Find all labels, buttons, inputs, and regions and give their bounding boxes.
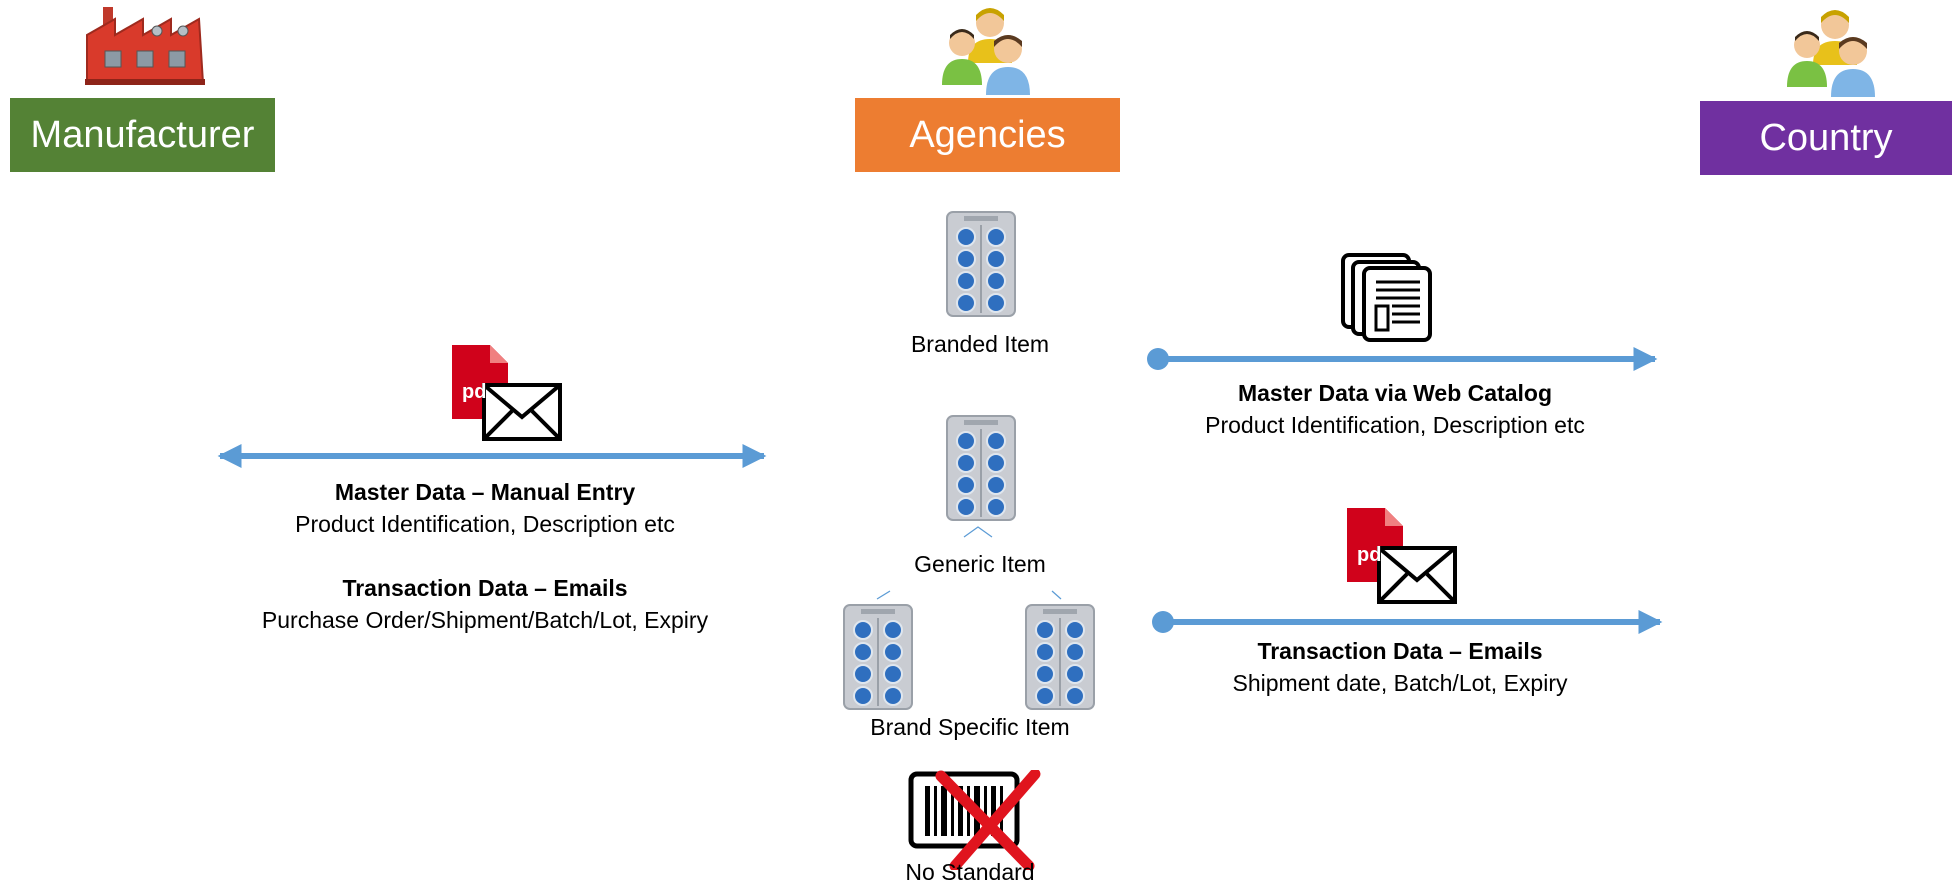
- documents-icon: [1341, 253, 1432, 342]
- pdf-envelope-icon: pd: [1347, 508, 1457, 604]
- right-master-desc: Product Identification, Description etc: [1205, 412, 1585, 438]
- no-standard-label: No Standard: [905, 859, 1035, 885]
- blister-pack-icon: [843, 604, 913, 710]
- blister-pack-icon: [946, 415, 1016, 521]
- left-master-desc: Product Identification, Description etc: [295, 511, 675, 537]
- tree-connector-left: [876, 590, 891, 600]
- barcode-crossed-icon: [908, 770, 1041, 870]
- country-label: Country: [1759, 116, 1893, 159]
- right-master-title: Master Data via Web Catalog: [1237, 380, 1552, 406]
- country-box: Country: [1700, 101, 1952, 175]
- tree-connector-top: [963, 526, 993, 538]
- right-transaction-title: Transaction Data – Emails: [1257, 638, 1543, 664]
- tree-connector-right: [1051, 590, 1062, 600]
- left-transaction-title: Transaction Data – Emails: [342, 575, 628, 601]
- pdf-envelope-icon: pd: [452, 345, 562, 441]
- blister-pack-icon: [1025, 604, 1095, 710]
- people-group-icon: [1787, 10, 1875, 97]
- brand-specific-item-label: Brand Specific Item: [870, 714, 1070, 740]
- pdf-mark: pd: [1357, 544, 1382, 566]
- generic-item-label: Generic Item: [914, 551, 1046, 577]
- left-master-title: Master Data – Manual Entry: [334, 479, 636, 505]
- right-master-arrow-origin: [1147, 348, 1169, 370]
- agencies-label: Agencies: [909, 113, 1066, 156]
- right-transaction-arrow-origin: [1152, 611, 1174, 633]
- factory-icon: [85, 7, 205, 85]
- agencies-box: Agencies: [855, 98, 1120, 172]
- branded-item-label: Branded Item: [910, 331, 1050, 357]
- right-transaction-desc: Shipment date, Batch/Lot, Expiry: [1232, 670, 1568, 696]
- pdf-mark: pd: [462, 381, 487, 403]
- manufacturer-box: Manufacturer: [10, 98, 275, 172]
- left-transaction-desc: Purchase Order/Shipment/Batch/Lot, Expir…: [261, 607, 709, 633]
- manufacturer-label: Manufacturer: [30, 113, 255, 156]
- blister-pack-icon: [946, 211, 1016, 317]
- people-group-icon: [942, 8, 1030, 95]
